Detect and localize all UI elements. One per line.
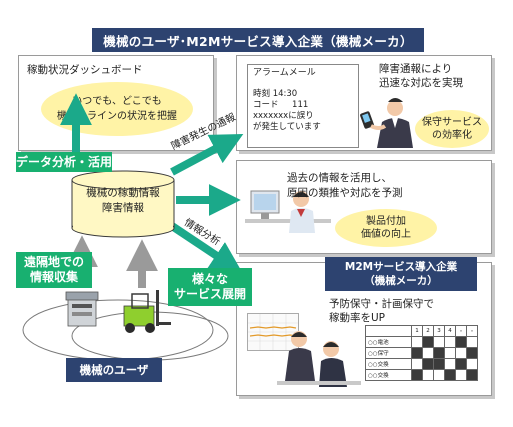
m2m-panel: M2Mサービス導入企業 （機械メーカ） 予防保守・計画保守で 稼動率をUP 1 …	[236, 257, 492, 396]
maintenance-schedule-table: 1 2 3 4 ・ ・ ○○電池 ○○保守 ○○交換 ○○交換	[365, 325, 478, 381]
alarm-time-value: 14:30	[272, 89, 298, 99]
phone-user-illustration	[360, 98, 413, 148]
info-analysis-arrow	[169, 222, 243, 274]
alarm-time-label: 時刻	[253, 89, 271, 99]
table-row: ○○交換	[365, 369, 478, 381]
failure-report-arrow	[170, 133, 244, 176]
dashboard-bubble-line1: いつでも、どこでも	[72, 96, 162, 107]
alarm-bubble-line2: の効率化	[432, 130, 472, 141]
schedule-row-label: ○○交換	[365, 369, 412, 381]
office-worker-illustration	[245, 190, 331, 233]
multifunction-printer-icon	[65, 291, 99, 327]
table-row: ○○保守	[365, 347, 478, 359]
analysis-text-line2: 原因の類推や対応を予測	[287, 187, 403, 199]
analysis-bubble: 製品付加 価値の向上	[335, 209, 437, 247]
remote-collection-label: 遠隔地での 情報収集	[16, 252, 92, 288]
user-site-ellipse	[22, 299, 214, 361]
alarm-code-value: 111	[292, 100, 309, 110]
alarm-text-line2: 迅速な対応を実現	[379, 77, 463, 89]
database-line1: 機械の稼動情報	[86, 187, 160, 199]
m2m-description: 予防保守・計画保守で 稼動率をUP	[329, 297, 434, 325]
database-cylinder	[71, 170, 175, 238]
services-label: 様々な サービス展開	[168, 268, 252, 306]
analysis-description: 過去の情報を活用し、 原因の類推や対応を予測	[287, 171, 403, 201]
table-row: ○○交換	[365, 358, 478, 370]
analysis-panel: 過去の情報を活用し、 原因の類推や対応を予測 製品付加 価値の向上	[236, 160, 492, 254]
table-row: ○○電池	[365, 336, 478, 348]
diagram-title: 機械のユーザ･M2Mサービス導入企業（機械メーカ）	[92, 28, 424, 52]
meeting-illustration	[277, 331, 361, 387]
schedule-header-cell: ・	[466, 325, 478, 337]
database-line2: 障害情報	[102, 202, 144, 214]
alarm-bubble: 保守サービス の効率化	[415, 110, 489, 148]
alarm-mail-title: アラームメール	[253, 68, 316, 78]
alarm-description: 障害通報により 迅速な対応を実現	[379, 62, 463, 90]
services-line2: サービス展開	[173, 287, 246, 301]
analysis-bubble-line2: 価値の向上	[361, 229, 411, 240]
alarm-code-row: コード 111	[253, 100, 353, 111]
alarm-time-row: 時刻 14:30	[253, 89, 353, 100]
analysis-text-line1: 過去の情報を活用し、	[287, 172, 392, 184]
services-line1: 様々な	[191, 272, 228, 286]
alarm-panel: アラームメール 時刻 14:30 コード 111 xxxxxxxに誤り が発生し…	[236, 55, 492, 151]
alarm-mail-card: アラームメール 時刻 14:30 コード 111 xxxxxxxに誤り が発生し…	[247, 64, 359, 148]
database-text: 機械の稼動情報 障害情報	[72, 186, 174, 216]
m2m-header-line2: （機械メーカ）	[364, 275, 438, 287]
forklift-icon	[123, 290, 171, 333]
m2m-text-line1: 予防保守・計画保守で	[329, 298, 434, 310]
m2m-header: M2Mサービス導入企業 （機械メーカ）	[325, 257, 477, 291]
m2m-header-line1: M2Mサービス導入企業	[344, 261, 458, 273]
data-analysis-label: データ分析・活用	[16, 152, 112, 172]
dashboard-bubble-line2: 機械やラインの状況を把握	[57, 111, 177, 122]
dashboard-title: 稼動状況ダッシュボード	[27, 64, 143, 76]
alarm-message-line1: xxxxxxxに誤り	[253, 111, 314, 121]
m2m-text-line2: 稼動率をUP	[329, 312, 386, 324]
alarm-message-line2: が発生しています	[253, 122, 321, 132]
analysis-bubble-line1: 製品付加	[366, 216, 406, 227]
alarm-code-label: コード	[253, 100, 279, 110]
machine-users-label: 機械のユーザ	[66, 358, 162, 382]
remote-collection-line1: 遠隔地での	[23, 255, 84, 269]
remote-collection-line2: 情報収集	[29, 270, 78, 284]
trend-chart-illustration	[247, 313, 299, 351]
alarm-bubble-line1: 保守サービス	[422, 117, 482, 128]
alarm-text-line1: 障害通報により	[379, 63, 453, 75]
